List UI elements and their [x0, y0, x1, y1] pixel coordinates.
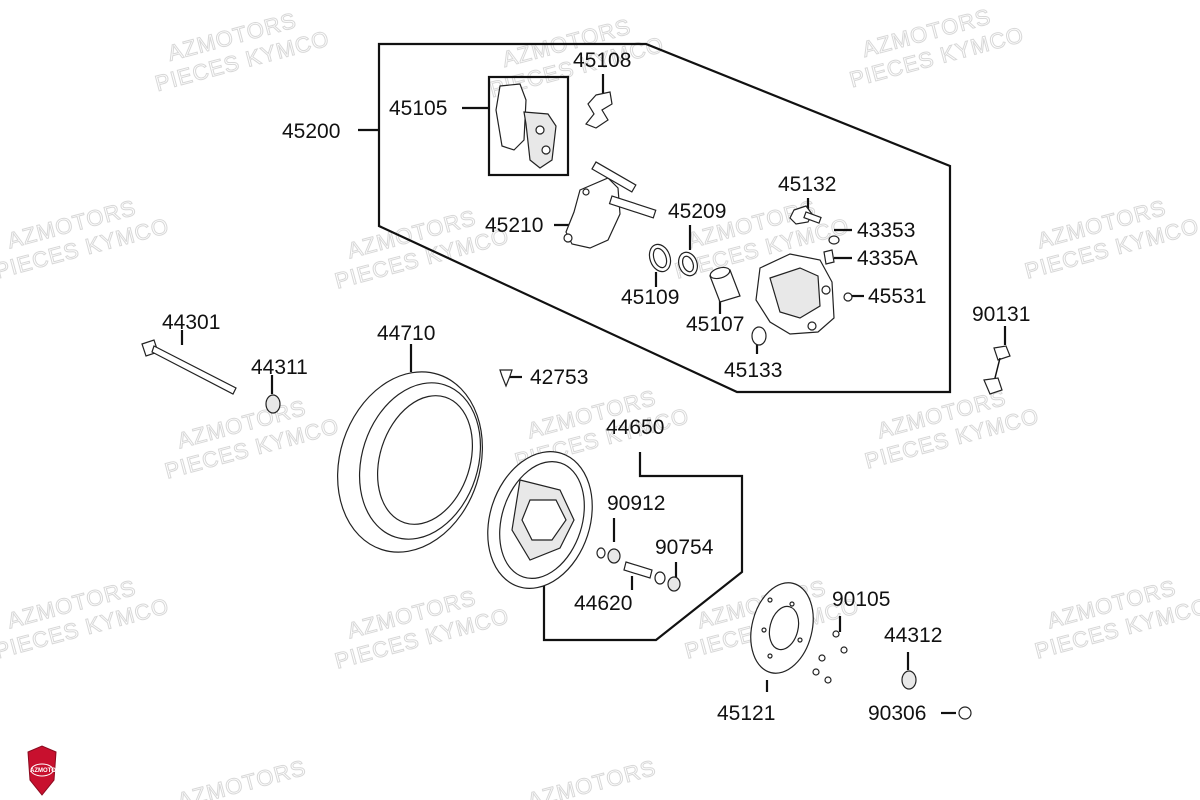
- part-label-45109[interactable]: 45109: [621, 286, 679, 309]
- collar-icon: [265, 394, 281, 414]
- part-label-44710[interactable]: 44710: [377, 322, 435, 345]
- bolt-icon: [983, 345, 1011, 395]
- pad-spring-icon: [585, 91, 613, 129]
- valve-icon: [499, 369, 513, 388]
- part-label-45132[interactable]: 45132: [778, 173, 836, 196]
- part-label-45531[interactable]: 45531: [868, 285, 926, 308]
- axle-icon: [141, 339, 237, 395]
- piston-icon: [709, 266, 741, 303]
- part-label-44650[interactable]: 44650: [606, 416, 664, 439]
- part-label-45133[interactable]: 45133: [724, 359, 782, 382]
- wheel-assembly-outline: [542, 452, 744, 642]
- part-label-90754[interactable]: 90754: [655, 536, 714, 559]
- nut-icon: [958, 706, 972, 720]
- part-label-45210[interactable]: 45210: [485, 214, 543, 237]
- part-label-45108[interactable]: 45108: [573, 49, 631, 72]
- cap-icon: [828, 235, 840, 245]
- watermark-line1: AZMOTORS: [525, 755, 659, 800]
- part-label-44620[interactable]: 44620: [574, 592, 632, 615]
- part-label-44301[interactable]: 44301: [162, 311, 220, 334]
- spacer-icon: [623, 561, 653, 579]
- part-label-90306[interactable]: 90306: [868, 702, 926, 725]
- bleeder-screw-icon: [823, 249, 835, 265]
- part-label-90912[interactable]: 90912: [607, 492, 665, 515]
- logo-text: AZMOTORS: [30, 768, 64, 774]
- nut-icon: [843, 292, 853, 302]
- part-label-45107[interactable]: 45107: [686, 313, 744, 336]
- part-label-90131[interactable]: 90131: [972, 303, 1030, 326]
- bearing-icon: [596, 547, 621, 564]
- bearing-icon: [654, 571, 681, 592]
- part-label-44311[interactable]: 44311: [251, 356, 308, 379]
- brake-pad-icon: [495, 83, 557, 169]
- tire-icon: [337, 371, 483, 553]
- seal-ring-icon: [677, 251, 699, 277]
- part-label-43353[interactable]: 43353: [857, 219, 915, 242]
- brake-disc-icon: [750, 582, 814, 674]
- bolt-icon: [789, 205, 822, 225]
- brake-pads-box: [487, 75, 570, 177]
- part-label-42753[interactable]: 42753: [530, 366, 588, 389]
- part-label-44312[interactable]: 44312: [884, 624, 942, 647]
- watermark-line1: AZMOTORS: [175, 755, 309, 800]
- wheel-rim-icon: [487, 451, 593, 589]
- part-label-45105[interactable]: 45105: [389, 97, 447, 120]
- washer-icon: [751, 326, 767, 346]
- caliper-body-icon: [755, 253, 835, 335]
- collar-icon: [901, 670, 917, 690]
- part-label-45200[interactable]: 45200: [282, 120, 340, 143]
- disc-bolts-icon: [812, 630, 848, 684]
- caliper-assembly-outline: [377, 42, 952, 394]
- part-label-45209[interactable]: 45209: [668, 200, 726, 223]
- azmotors-logo: AZMOTORS: [27, 745, 64, 796]
- caliper-bracket-icon: [563, 161, 657, 249]
- part-label-45121[interactable]: 45121: [717, 702, 775, 725]
- part-label-90105[interactable]: 90105: [832, 588, 890, 611]
- boot-ring-icon: [648, 243, 672, 273]
- part-label-4335A[interactable]: 4335A: [857, 247, 918, 270]
